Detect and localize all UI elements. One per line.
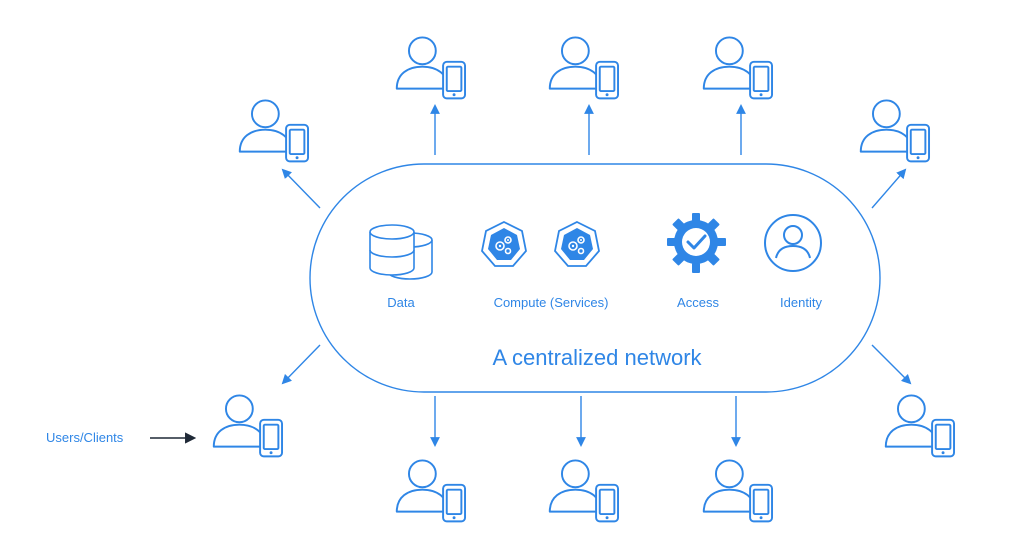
resource-label-access: Access: [677, 295, 719, 310]
arrow-icon: [281, 344, 321, 385]
user-device-icon: [548, 459, 620, 523]
resource-label-data: Data: [387, 295, 415, 310]
user-device-icon: [395, 459, 467, 523]
resource-label-compute: Compute (Services): [494, 295, 609, 310]
user-device-icon: [238, 99, 310, 163]
arrow-icon: [871, 344, 912, 385]
user-device-icon: [548, 36, 620, 100]
user-device-icon: [212, 394, 284, 458]
network-container: [309, 163, 881, 393]
gear-check-icon: [667, 213, 726, 273]
database-icon: [369, 224, 433, 280]
clients-label: Users/Clients: [46, 430, 124, 445]
user-device-icon: [702, 36, 774, 100]
arrow-icon: [871, 168, 907, 209]
user-device-icon: [702, 459, 774, 523]
network-title: A centralized network: [492, 345, 702, 370]
user-device-icon: [395, 36, 467, 100]
user-device-icon: [884, 394, 956, 458]
user-device-icon: [859, 99, 931, 163]
arrow-icon: [281, 168, 321, 209]
user-circle-icon: [764, 214, 822, 272]
resource-label-identity: Identity: [780, 295, 822, 310]
